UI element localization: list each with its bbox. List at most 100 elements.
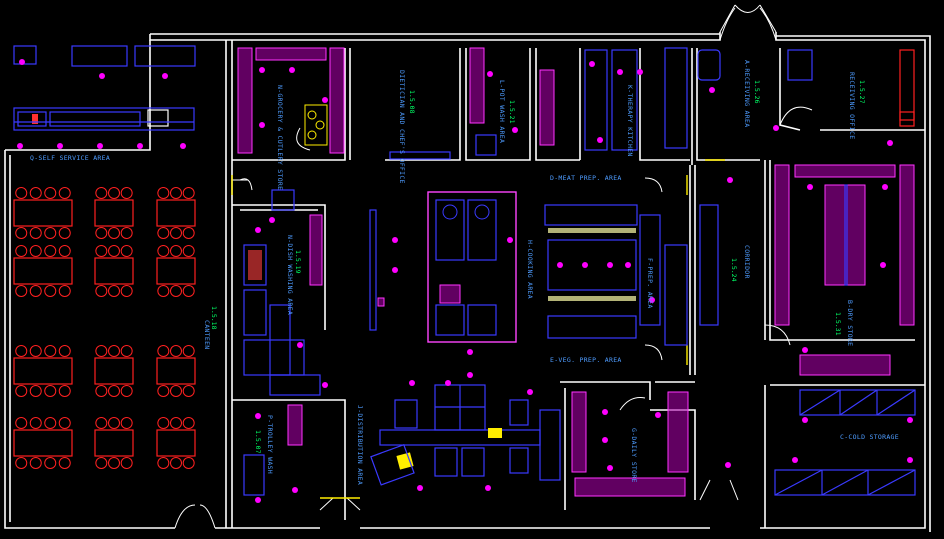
- canteen-chair: [95, 385, 108, 397]
- corridor-number: 1.5.24: [730, 258, 738, 282]
- canteen-chair: [120, 417, 133, 429]
- canteen-table: [13, 257, 73, 285]
- dish-washing-label: N-DISH WASHING AREA: [286, 235, 294, 315]
- canteen-chair: [58, 227, 71, 239]
- canteen-chair: [95, 345, 108, 357]
- canteen-chair: [120, 227, 133, 239]
- canteen-chair: [29, 227, 42, 239]
- canteen-chair: [182, 285, 195, 297]
- cooking-area-label: H-COOKING AREA: [526, 240, 534, 299]
- corridor-equipment: [725, 177, 733, 468]
- pot-wash-number: 1.5.21: [508, 100, 516, 124]
- canteen-chair: [58, 345, 71, 357]
- canteen-chair: [108, 227, 120, 239]
- dry-store-number: 1.5.31: [834, 312, 842, 336]
- canteen-chair: [120, 345, 133, 357]
- canteen-chair: [44, 285, 57, 297]
- svg-text:RECEIVING OFFICE: RECEIVING OFFICE: [848, 72, 856, 139]
- canteen-chair: [170, 187, 182, 199]
- canteen-chair: [44, 345, 57, 357]
- canteen-chair: [170, 417, 182, 429]
- canteen-chair: [29, 385, 42, 397]
- svg-text:CORRIDOR: CORRIDOR: [743, 245, 751, 279]
- canteen-chair: [108, 345, 120, 357]
- canteen-chair: [58, 385, 71, 397]
- canteen-chair: [95, 245, 108, 257]
- canteen-chair: [108, 285, 120, 297]
- cold-storage-label: C-COLD STORAGE: [840, 433, 899, 441]
- canteen-chair: [15, 227, 28, 239]
- svg-text:F-PREP. AREA: F-PREP. AREA: [646, 258, 654, 309]
- svg-text:H-COOKING AREA: H-COOKING AREA: [526, 240, 534, 299]
- daily-store-label: G-DAILY STORE: [630, 428, 638, 483]
- dish-washing-number: 1.5.19: [294, 250, 302, 274]
- canteen-chair: [120, 187, 133, 199]
- dry-store-label: B-DRY STORE: [846, 300, 854, 346]
- canteen-chair: [44, 417, 57, 429]
- pot-wash-label: L-POT WASH AREA: [498, 80, 506, 143]
- svg-text:1.5.08: 1.5.08: [408, 90, 416, 114]
- therapy-kitchen-label: K-THERAPY KITCHEN: [626, 85, 634, 157]
- canteen-chair: [182, 345, 195, 357]
- canteen-chair: [108, 457, 120, 469]
- canteen-chair: [182, 227, 195, 239]
- canteen-chair: [58, 245, 71, 257]
- canteen-chair: [15, 245, 28, 257]
- canteen-chair: [29, 417, 42, 429]
- daily-store-equipment: [571, 391, 689, 497]
- trolley-wash-number: 1.5.07: [254, 430, 262, 454]
- yellow-markers: [231, 159, 725, 499]
- canteen-chair: [29, 187, 42, 199]
- canteen-table: [13, 357, 73, 385]
- svg-text:B-DRY STORE: B-DRY STORE: [846, 300, 854, 346]
- canteen-chair: [108, 385, 120, 397]
- therapy-kitchen-equipment: [539, 47, 688, 151]
- canteen-chair: [58, 285, 71, 297]
- canteen-chair: [95, 417, 108, 429]
- canteen-number: 1.5.18: [210, 306, 218, 330]
- canteen-chair: [170, 457, 182, 469]
- trolley-wash-label: P-TROLLEY WASH: [266, 415, 274, 474]
- canteen-chair: [108, 245, 120, 257]
- svg-text:N-GROCERY & CUTLERY STORE: N-GROCERY & CUTLERY STORE: [276, 85, 284, 190]
- svg-text:1.5.24: 1.5.24: [730, 258, 738, 282]
- receiving-area-number: 1.5.26: [753, 80, 761, 104]
- dish-washing-equipment: [243, 189, 328, 396]
- canteen-chair: [120, 385, 133, 397]
- canteen-chair: [15, 345, 28, 357]
- cold-storage-equipment: [774, 389, 916, 496]
- distribution-equipment: [370, 372, 561, 491]
- svg-text:1.5.18: 1.5.18: [210, 306, 218, 330]
- main-entry-door: [719, 4, 777, 41]
- svg-text:CANTEEN: CANTEEN: [203, 320, 211, 350]
- canteen-chair: [157, 457, 170, 469]
- canteen-chair: [29, 345, 42, 357]
- canteen-chair: [157, 187, 170, 199]
- canteen-chair: [29, 285, 42, 297]
- canteen-chair: [95, 285, 108, 297]
- svg-text:DIETICIAN AND CHEF'S OFFICE: DIETICIAN AND CHEF'S OFFICE: [398, 70, 406, 184]
- canteen-chair: [170, 385, 182, 397]
- svg-text:1.5.21: 1.5.21: [508, 100, 516, 124]
- corridor-label: CORRIDOR: [743, 245, 751, 279]
- svg-text:J-DISTRIBUTION AREA: J-DISTRIBUTION AREA: [356, 405, 364, 485]
- canteen-label: CANTEEN: [203, 320, 211, 350]
- canteen-chair: [182, 457, 195, 469]
- distribution-label: J-DISTRIBUTION AREA: [356, 405, 364, 485]
- canteen-chair: [44, 457, 57, 469]
- canteen-chair: [182, 187, 195, 199]
- canteen-chair: [157, 285, 170, 297]
- dry-store-equipment: [774, 164, 915, 376]
- canteen-chair: [44, 187, 57, 199]
- canteen-chair: [29, 245, 42, 257]
- canteen-chair: [15, 285, 28, 297]
- canteen-chair: [29, 457, 42, 469]
- canteen-chair: [95, 227, 108, 239]
- canteen-table: [13, 199, 73, 227]
- canteen-chair: [157, 245, 170, 257]
- receiving-area-label: A-RECEIVING AREA: [743, 60, 751, 127]
- canteen-table: [94, 257, 134, 285]
- svg-text:1.5.31: 1.5.31: [834, 312, 842, 336]
- canteen-chair: [44, 227, 57, 239]
- interior-doors: [174, 106, 813, 529]
